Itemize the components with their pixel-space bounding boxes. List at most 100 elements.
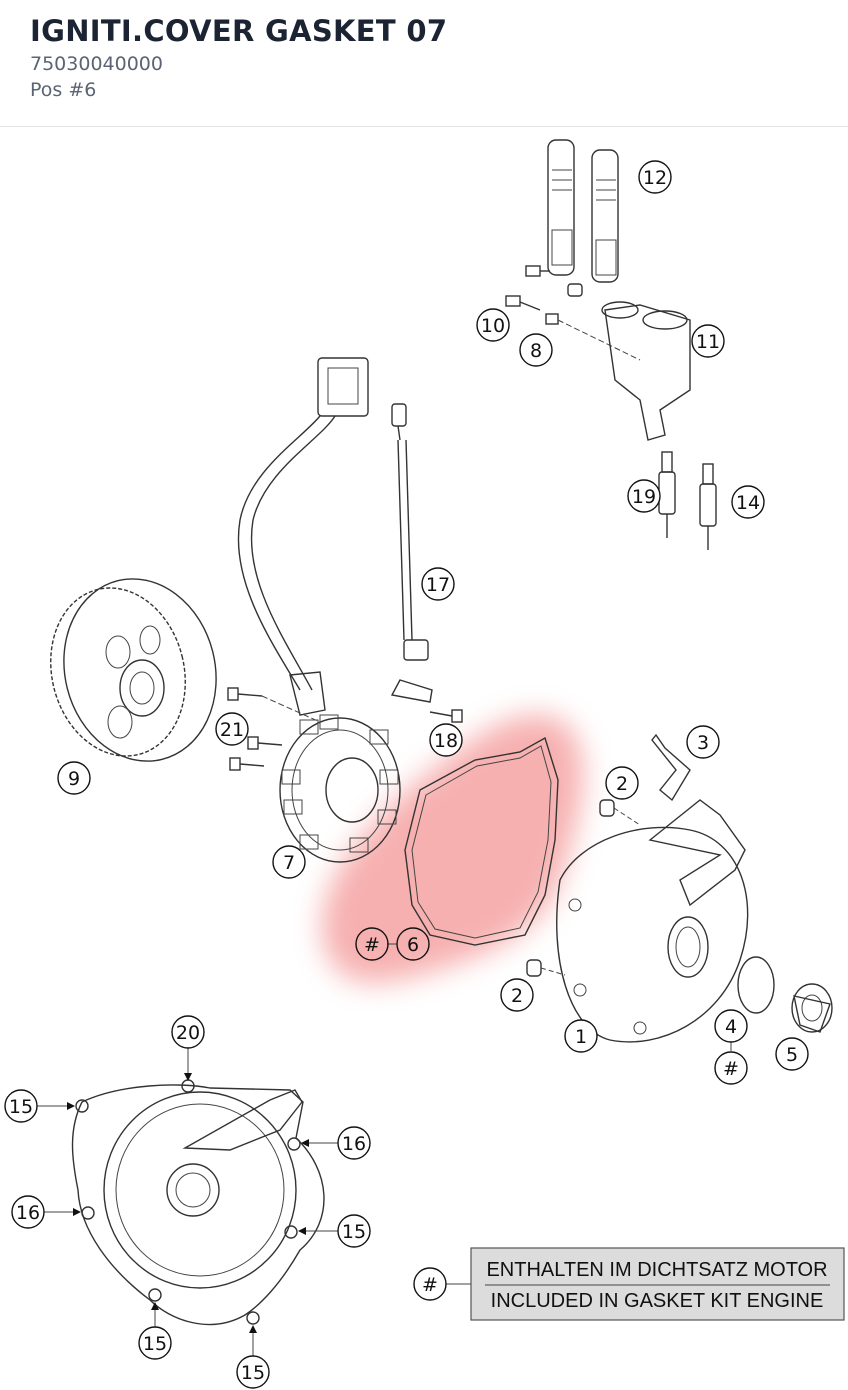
clip-drawing [651, 733, 691, 802]
callout-c10-circle [476, 308, 510, 342]
legend-line-1: ENTHALTEN IM DICHTSATZ MOTOR [486, 1259, 827, 1281]
callout-c19[interactable]: 19 [627, 479, 661, 513]
callout-c9-label: 9 [68, 768, 80, 790]
callout-c2a[interactable]: 2 [605, 766, 639, 800]
callout-c3-circle [686, 725, 720, 759]
callout-c7-circle [272, 845, 306, 879]
callout-chash2-circle [714, 1051, 748, 1085]
callout-c15d[interactable]: 15 [236, 1355, 270, 1389]
stator-bolts-drawing [227, 687, 321, 771]
flywheel-drawing [50, 578, 217, 762]
legend-symbol-circle [413, 1267, 447, 1301]
callout-c16a[interactable]: 16 [337, 1126, 371, 1160]
callout-c4-circle [714, 1009, 748, 1043]
callout-c1[interactable]: 1 [564, 1019, 598, 1053]
callout-c19-label: 19 [632, 486, 656, 508]
callout-c21-label: 21 [220, 719, 244, 741]
callout-c16b-circle [11, 1195, 45, 1229]
plug-drawing [791, 983, 833, 1033]
callout-c20-label: 20 [176, 1022, 200, 1044]
coil-holder-drawing [601, 301, 691, 441]
callout-c15b[interactable]: 15 [337, 1214, 371, 1248]
part-number: 75030040000 [30, 53, 163, 75]
callout-c16b[interactable]: 16 [11, 1195, 45, 1229]
callout-chash2[interactable]: # [714, 1051, 748, 1085]
stator-drawing [279, 714, 401, 863]
stator-cable-drawing [237, 357, 369, 716]
legend-symbol-label: # [422, 1274, 438, 1296]
callout-c11[interactable]: 11 [691, 324, 725, 358]
callout-c10-label: 10 [481, 315, 505, 337]
callout-c4[interactable]: 4 [714, 1009, 748, 1043]
callout-c14[interactable]: 14 [731, 485, 765, 519]
callout-c17-circle [421, 567, 455, 601]
callout-chash1-label: # [364, 934, 380, 956]
callout-c5[interactable]: 5 [775, 1037, 809, 1071]
header: IGNITI.COVER GASKET 07 75030040000 Pos #… [0, 0, 848, 127]
callout-c16a-label: 16 [342, 1133, 366, 1155]
leader-lines [37, 943, 732, 1356]
callout-chash1-circle [355, 927, 389, 961]
callout-c10[interactable]: 10 [476, 308, 510, 342]
dowel-pin-drawing [599, 799, 615, 817]
callout-c12-label: 12 [643, 167, 667, 189]
callout-c15c[interactable]: 15 [138, 1326, 172, 1360]
callout-c2b-circle [500, 978, 534, 1012]
callout-c18-label: 18 [434, 730, 458, 752]
callout-c2a-label: 2 [616, 773, 628, 795]
sensor-drawing [390, 403, 463, 723]
callout-c8-circle [519, 333, 553, 367]
legend: ENTHALTEN IM DICHTSATZ MOTOR INCLUDED IN… [470, 1247, 845, 1321]
callout-c6[interactable]: 6 [396, 927, 430, 961]
callout-c8-label: 8 [530, 340, 542, 362]
callout-c15a[interactable]: 15 [4, 1089, 38, 1123]
callout-c19-circle [627, 479, 661, 513]
callout-c3[interactable]: 3 [686, 725, 720, 759]
callout-c15b-label: 15 [342, 1221, 366, 1243]
callout-c15c-label: 15 [143, 1333, 167, 1355]
position-label: Pos #6 [30, 79, 97, 101]
callout-c14-label: 14 [736, 492, 760, 514]
callout-c2b-label: 2 [511, 985, 523, 1007]
callout-c17[interactable]: 17 [421, 567, 455, 601]
ignition-cover-drawing [556, 799, 749, 1043]
legend-line-2: INCLUDED IN GASKET KIT ENGINE [491, 1290, 824, 1312]
callout-c5-circle [775, 1037, 809, 1071]
callout-c18[interactable]: 18 [429, 723, 463, 757]
callout-c3-label: 3 [697, 732, 709, 754]
callout-c4-label: 4 [725, 1016, 737, 1038]
callout-c7[interactable]: 7 [272, 845, 306, 879]
callout-c18-circle [429, 723, 463, 757]
callout-c14-circle [731, 485, 765, 519]
callout-c20-circle [171, 1015, 205, 1049]
callout-c7-label: 7 [283, 852, 295, 874]
callout-c2b[interactable]: 2 [500, 978, 534, 1012]
callout-c8[interactable]: 8 [519, 333, 553, 367]
legend-symbol[interactable]: # [413, 1267, 447, 1301]
gasket-drawing [404, 736, 559, 946]
callout-c6-circle [396, 927, 430, 961]
callout-c12[interactable]: 12 [638, 160, 672, 194]
callout-c15c-circle [138, 1326, 172, 1360]
callout-c11-circle [691, 324, 725, 358]
highlight-area [322, 714, 584, 983]
callout-c9[interactable]: 9 [57, 761, 91, 795]
callout-c6-label: 6 [407, 934, 419, 956]
callout-c17-label: 17 [426, 574, 450, 596]
callout-c20[interactable]: 20 [171, 1015, 205, 1049]
callout-chash1[interactable]: # [355, 927, 389, 961]
callout-c1-label: 1 [575, 1026, 587, 1048]
callout-c16a-circle [337, 1126, 371, 1160]
callout-c1-circle [564, 1019, 598, 1053]
callout-c21[interactable]: 21 [215, 712, 249, 746]
callout-c15d-label: 15 [241, 1362, 265, 1384]
callout-c12-circle [638, 160, 672, 194]
callout-chash2-label: # [723, 1058, 739, 1080]
spark-plugs-drawing [658, 451, 717, 550]
callout-c11-label: 11 [696, 331, 720, 353]
exploded-parts-diagram: 121081119141721189327#6214#5201516161515… [4, 139, 845, 1389]
callout-c2a-circle [605, 766, 639, 800]
callout-c9-circle [57, 761, 91, 795]
callout-c15b-circle [337, 1214, 371, 1248]
